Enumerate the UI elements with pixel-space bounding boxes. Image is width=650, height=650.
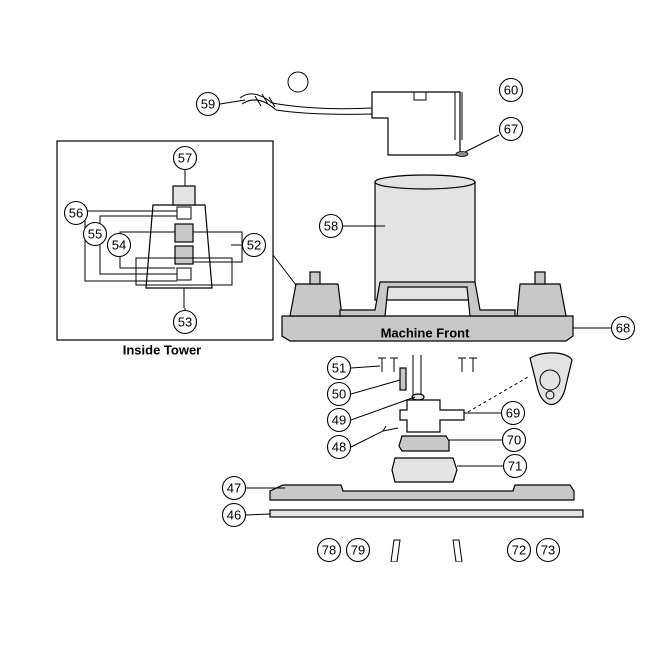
svg-text:68: 68: [616, 321, 630, 336]
leader-lines: [86, 99, 611, 516]
callout-72: 72: [506, 537, 532, 563]
callout-48: 48: [326, 434, 352, 460]
svg-text:50: 50: [332, 387, 346, 402]
crop-mask: [0, 562, 650, 650]
svg-text:71: 71: [508, 459, 522, 474]
callout-52: 52: [241, 232, 267, 258]
callout-56: 56: [63, 200, 89, 226]
svg-text:78: 78: [322, 543, 336, 558]
svg-text:58: 58: [324, 219, 338, 234]
svg-text:48: 48: [332, 440, 346, 455]
svg-text:52: 52: [247, 238, 261, 253]
svg-text:69: 69: [506, 406, 520, 421]
inset-pointer-line: [272, 254, 297, 286]
callout-47: 47: [221, 475, 247, 501]
machine-front-label: Machine Front: [381, 326, 471, 341]
callout-50: 50: [326, 381, 352, 407]
callout-51: 51: [326, 355, 352, 381]
svg-text:57: 57: [178, 151, 192, 166]
callout-79: 79: [345, 537, 371, 563]
machine-base: [281, 315, 574, 342]
machine-body: Machine Front: [281, 174, 574, 342]
svg-text:55: 55: [88, 227, 102, 242]
base-strip: [269, 509, 584, 518]
callout-49: 49: [326, 407, 352, 433]
clutch-roller: [391, 457, 458, 483]
svg-text:51: 51: [332, 361, 346, 376]
drive-hub: [398, 435, 450, 452]
callout-78: 78: [316, 537, 342, 563]
coupler-block: [399, 399, 465, 433]
callout-53: 53: [172, 309, 198, 335]
inside-tower-label: Inside Tower: [123, 343, 202, 358]
callout-71: 71: [502, 453, 528, 479]
callout-58: 58: [318, 213, 344, 239]
svg-text:59: 59: [201, 97, 215, 112]
callout-54: 54: [106, 232, 132, 258]
callout-69: 69: [500, 400, 526, 426]
svg-text:53: 53: [178, 315, 192, 330]
callout-70: 70: [501, 427, 527, 453]
svg-text:72: 72: [512, 543, 526, 558]
callout-73: 73: [535, 537, 561, 563]
svg-text:46: 46: [227, 508, 241, 523]
svg-text:67: 67: [504, 122, 518, 137]
callout-57: 57: [172, 145, 198, 171]
svg-text:47: 47: [227, 481, 241, 496]
callout-46: 46: [221, 502, 247, 528]
callout-60: 60: [498, 77, 524, 103]
svg-text:60: 60: [504, 83, 518, 98]
lower-components: [269, 352, 584, 563]
callout-68: 68: [610, 315, 636, 341]
callout-55: 55: [82, 221, 108, 247]
base-plate: [269, 484, 575, 501]
callout-67: 67: [498, 116, 524, 142]
svg-text:70: 70: [507, 433, 521, 448]
callout-59: 59: [195, 91, 221, 117]
svg-text:79: 79: [351, 543, 365, 558]
top-control-assembly: [239, 71, 469, 157]
svg-text:54: 54: [112, 238, 126, 253]
svg-text:56: 56: [69, 206, 83, 221]
svg-text:73: 73: [541, 543, 555, 558]
svg-text:49: 49: [332, 413, 346, 428]
